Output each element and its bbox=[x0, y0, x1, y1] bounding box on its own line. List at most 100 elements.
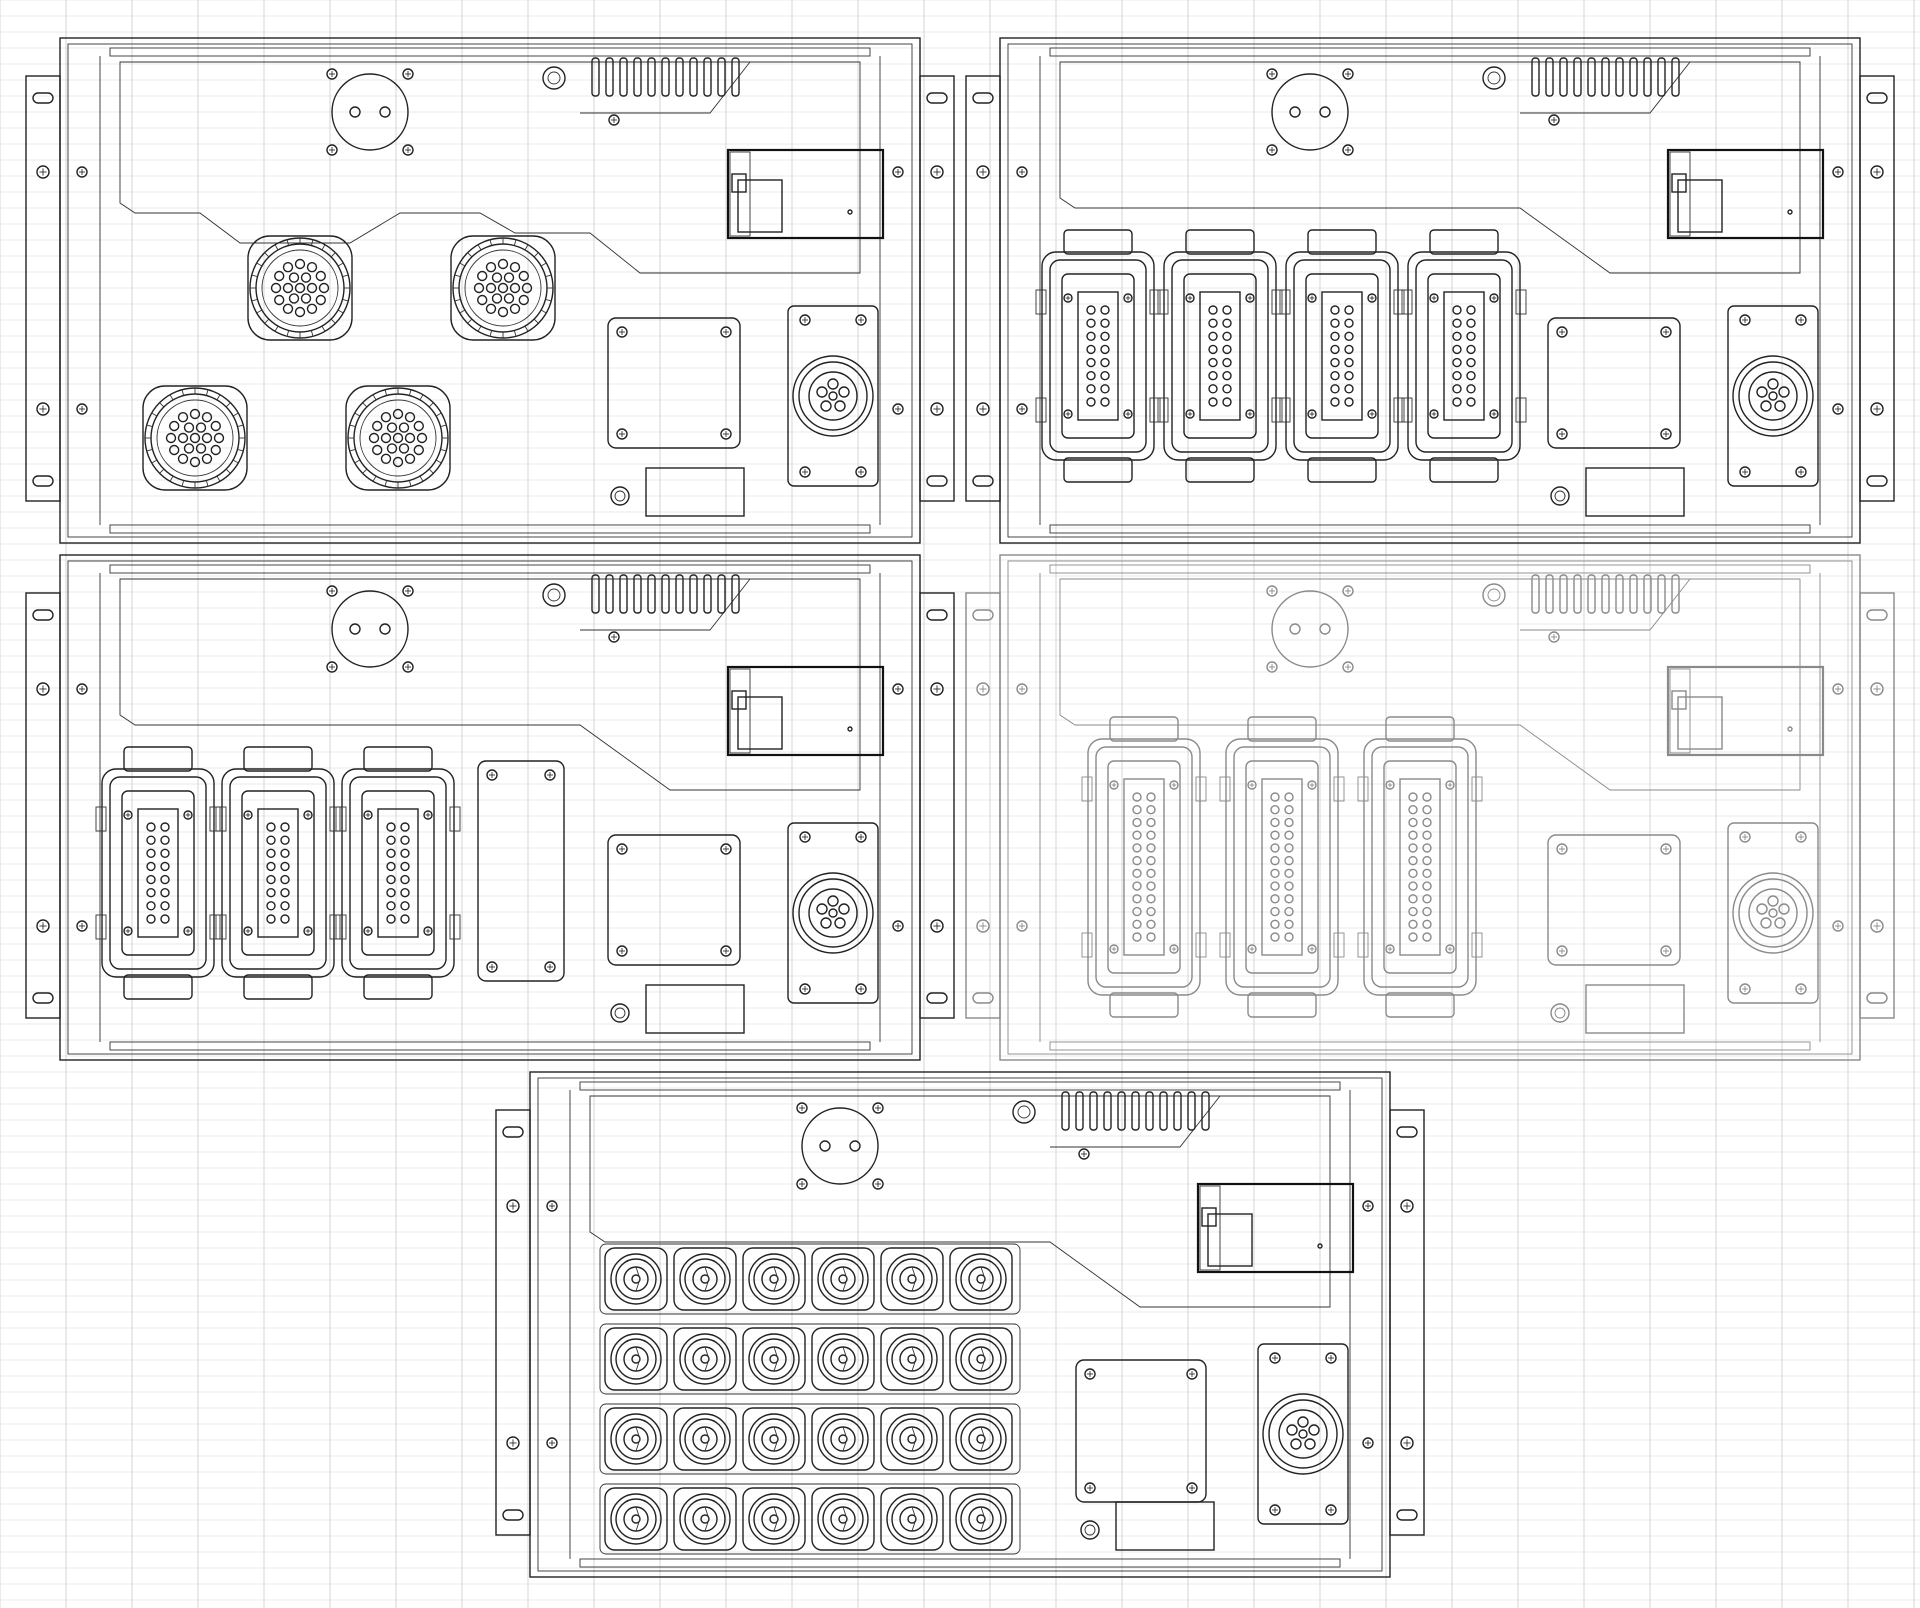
vent-slots-icon bbox=[542, 57, 740, 97]
label-plate-icon bbox=[1115, 1501, 1215, 1551]
panel-outer-frame bbox=[529, 1071, 1391, 1578]
screw-icon bbox=[326, 144, 338, 156]
round-speaker-socket-icon bbox=[811, 1407, 875, 1471]
screw-icon bbox=[1123, 293, 1133, 303]
screw-icon bbox=[799, 314, 811, 326]
screw-icon bbox=[544, 769, 556, 781]
panel-inner-frame bbox=[1007, 43, 1853, 538]
connector-group bbox=[1035, 229, 1527, 483]
screw-icon bbox=[1307, 293, 1317, 303]
screw-icon bbox=[1660, 843, 1672, 855]
screw-icon bbox=[1266, 661, 1278, 673]
panel-front-outline bbox=[1059, 578, 1801, 791]
panel-top-rail bbox=[109, 47, 871, 57]
screw-icon bbox=[1185, 293, 1195, 303]
screw-icon bbox=[1385, 780, 1395, 790]
screw-icon bbox=[608, 631, 620, 643]
rack-mount-slot-icon bbox=[1866, 92, 1888, 104]
screw-icon bbox=[720, 843, 732, 855]
screw-icon bbox=[1795, 466, 1807, 478]
screw-icon bbox=[1870, 165, 1884, 179]
rectangular-connector-icon bbox=[1279, 229, 1405, 483]
rack-mount-slot-icon bbox=[1866, 992, 1888, 1004]
rack-ear-left bbox=[25, 75, 61, 502]
screw-icon bbox=[1548, 114, 1560, 126]
screw-icon bbox=[720, 945, 732, 957]
screw-icon bbox=[1445, 944, 1455, 954]
screw-icon bbox=[1556, 843, 1568, 855]
screw-icon bbox=[486, 961, 498, 973]
screw-icon bbox=[855, 314, 867, 326]
screw-icon bbox=[799, 831, 811, 843]
screw-icon bbox=[1739, 983, 1751, 995]
screw-icon bbox=[183, 810, 193, 820]
rack-mount-slot-icon bbox=[926, 992, 948, 1004]
screw-icon bbox=[546, 1200, 558, 1212]
screw-icon bbox=[36, 402, 50, 416]
screw-icon bbox=[423, 810, 433, 820]
screw-icon bbox=[183, 926, 193, 936]
rectangular-connector-icon bbox=[1401, 229, 1527, 483]
screw-icon bbox=[1084, 1368, 1096, 1380]
screw-icon bbox=[303, 810, 313, 820]
screw-icon bbox=[976, 165, 990, 179]
rectangular-connector-icon bbox=[1081, 716, 1207, 1018]
screw-icon bbox=[1739, 314, 1751, 326]
screw-icon bbox=[1266, 68, 1278, 80]
screw-icon bbox=[1342, 661, 1354, 673]
panel-inner-frame bbox=[1007, 560, 1853, 1055]
connector-group bbox=[599, 1243, 1021, 1555]
screw-icon bbox=[1739, 466, 1751, 478]
label-plate-icon bbox=[1585, 467, 1685, 517]
screw-icon bbox=[1362, 1437, 1374, 1449]
round-speaker-socket-icon bbox=[604, 1487, 668, 1551]
connector-group bbox=[95, 746, 461, 1000]
screw-icon bbox=[1489, 293, 1499, 303]
screw-icon bbox=[1123, 409, 1133, 419]
screw-icon bbox=[544, 961, 556, 973]
screw-icon bbox=[1016, 403, 1028, 415]
screw-icon bbox=[1247, 944, 1257, 954]
screw-icon bbox=[1266, 144, 1278, 156]
screw-icon bbox=[1307, 944, 1317, 954]
screw-icon bbox=[1063, 409, 1073, 419]
schuko-socket-icon bbox=[796, 1102, 884, 1190]
screw-icon bbox=[855, 983, 867, 995]
panel-top-rail bbox=[579, 1081, 1341, 1091]
panel-inner-frame bbox=[67, 43, 913, 538]
schuko-socket-icon bbox=[326, 68, 414, 156]
rack-ear-left bbox=[495, 1109, 531, 1536]
screw-icon bbox=[1016, 920, 1028, 932]
vent-slots-icon bbox=[1482, 574, 1680, 614]
screw-icon bbox=[1247, 780, 1257, 790]
screw-icon bbox=[1739, 831, 1751, 843]
screw-icon bbox=[1109, 944, 1119, 954]
screw-icon bbox=[1084, 1482, 1096, 1494]
rack-ear-left bbox=[965, 592, 1001, 1019]
screw-icon bbox=[796, 1102, 808, 1114]
circular-connector-icon bbox=[345, 385, 451, 491]
led-icon bbox=[610, 1003, 630, 1023]
screw-icon bbox=[1367, 409, 1377, 419]
rack-mount-slot-icon bbox=[502, 1126, 524, 1138]
screw-icon bbox=[506, 1436, 520, 1450]
vent-slots-icon bbox=[1012, 1091, 1210, 1131]
round-speaker-socket-icon bbox=[880, 1487, 944, 1551]
screw-icon bbox=[1660, 428, 1672, 440]
screw-icon bbox=[1307, 409, 1317, 419]
panel-2 bbox=[965, 37, 1895, 544]
blank-plate-icon bbox=[607, 317, 741, 449]
rack-ear-right bbox=[1859, 75, 1895, 502]
powercon-icon bbox=[787, 305, 879, 487]
schuko-socket-icon bbox=[1266, 585, 1354, 673]
label-plate-icon bbox=[645, 467, 745, 517]
screw-icon bbox=[1660, 326, 1672, 338]
round-speaker-socket-icon bbox=[742, 1247, 806, 1311]
led-icon bbox=[1550, 486, 1570, 506]
round-speaker-socket-icon bbox=[742, 1327, 806, 1391]
led-icon bbox=[610, 486, 630, 506]
round-speaker-socket-icon bbox=[811, 1327, 875, 1391]
rack-ear-right bbox=[1389, 1109, 1425, 1536]
rack-mount-slot-icon bbox=[1396, 1126, 1418, 1138]
